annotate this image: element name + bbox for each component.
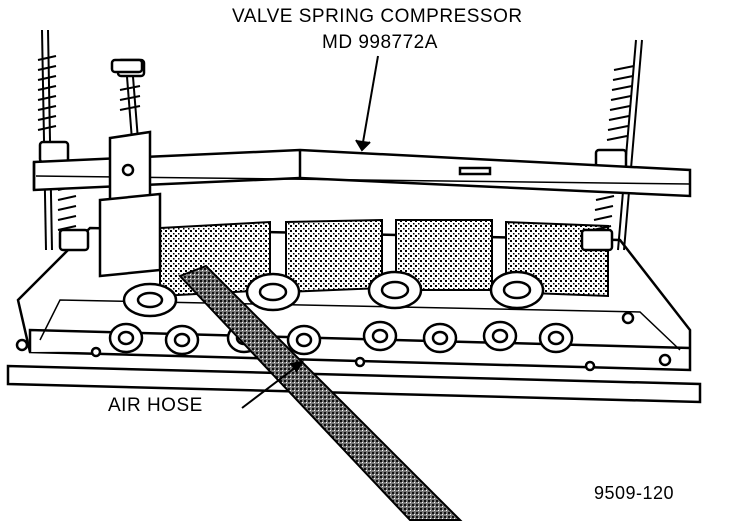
tool-part-number-label: MD 998772A [322, 32, 438, 53]
rocker-arms [122, 270, 545, 318]
air-hose [178, 264, 463, 521]
leader-lines [241, 55, 379, 409]
compressor-lever [98, 58, 162, 278]
figure-number: 9509-120 [594, 483, 675, 503]
air-hose-label: AIR HOSE [108, 395, 203, 416]
valve-retainers [108, 320, 574, 356]
valve-spring-compressor-label: VALVE SPRING COMPRESSOR [232, 6, 523, 27]
threaded-studs [37, 29, 643, 251]
